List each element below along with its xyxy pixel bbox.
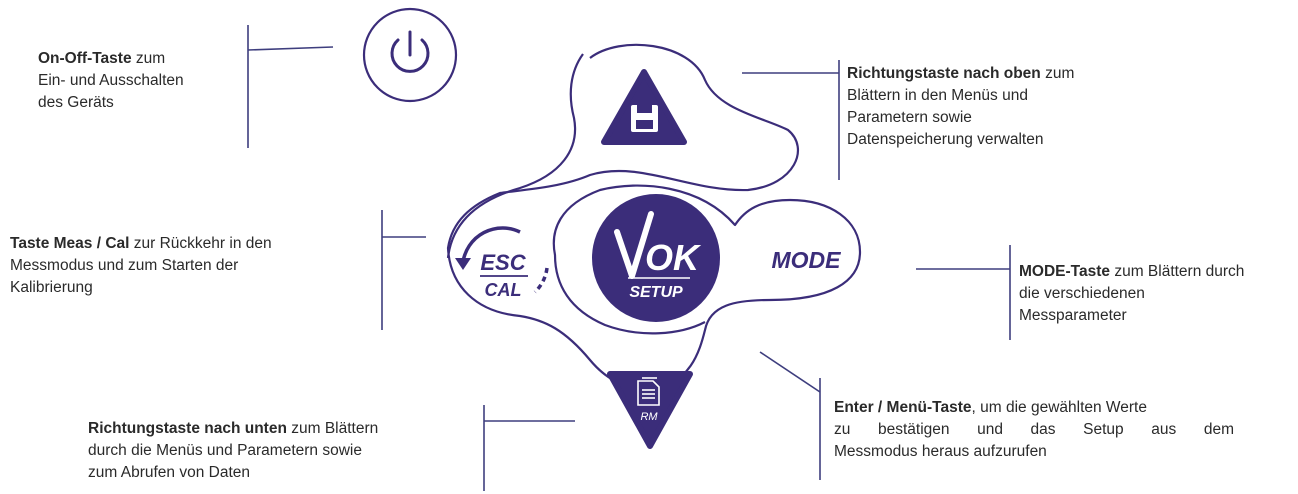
down-title: Richtungstaste nach unten (88, 420, 287, 437)
ok-setup-disc (592, 194, 720, 322)
onoff-annotation: On-Off-Taste zum Ein- und Ausschalten de… (38, 48, 238, 114)
enter-text-1: , um die gewählten Werte (971, 399, 1147, 416)
onoff-text-2: Ein- und Ausschalten (38, 72, 184, 89)
setup-label: SETUP (629, 284, 683, 301)
enter-annotation: Enter / Menü-Taste, um die gewählten Wer… (834, 397, 1234, 463)
down-key[interactable]: RM (607, 371, 693, 449)
up-key[interactable] (601, 69, 687, 145)
power-icon (390, 30, 430, 73)
ok-label: OK (645, 237, 702, 278)
circular-arrow-icon (455, 226, 549, 294)
onoff-text-1: zum (131, 50, 166, 67)
enter-text-2: zu bestätigen und das Setup aus dem (834, 421, 1234, 438)
mode-callout (916, 245, 1011, 340)
onoff-title: On-Off-Taste (38, 50, 132, 67)
callout-lines (247, 25, 1011, 491)
down-text-3: zum Abrufen von Daten (88, 464, 250, 481)
down-text-2: durch die Menüs und Parametern sowie (88, 442, 362, 459)
mode-text-1: zum Blättern durch (1110, 263, 1245, 280)
checkmark-icon (614, 211, 654, 279)
cal-label: CAL (485, 280, 522, 300)
rm-label: RM (640, 411, 658, 423)
floppy-disk-icon (631, 105, 658, 132)
enter-callout (759, 351, 821, 480)
meas-callout (381, 210, 426, 330)
mode-text-3: Messparameter (1019, 307, 1127, 324)
up-text-1: zum (1040, 65, 1075, 82)
esc-cal-key[interactable]: ESC CAL (455, 226, 549, 300)
up-text-2: Blättern in den Menüs und (847, 87, 1028, 104)
down-annotation: Richtungstaste nach unten zum Blättern d… (88, 418, 450, 484)
esc-label: ESC (480, 250, 526, 275)
power-key-ring (362, 7, 458, 103)
up-text-4: Datenspeicherung verwalten (847, 131, 1044, 148)
down-triangle (607, 371, 693, 449)
meas-text-1: zur Rückkehr in den (129, 235, 272, 252)
mode-label: MODE (772, 247, 842, 273)
mode-title: MODE-Taste (1019, 263, 1111, 280)
enter-title: Enter / Menü-Taste (834, 399, 972, 416)
down-callout (483, 405, 575, 491)
mode-annotation: MODE-Taste zum Blättern durch die versch… (1019, 261, 1294, 327)
up-callout (742, 60, 840, 180)
mode-text-2: die verschiedenen (1019, 285, 1145, 302)
up-text-3: Parametern sowie (847, 109, 972, 126)
power-key[interactable] (362, 7, 458, 103)
document-icon (637, 377, 660, 406)
meas-annotation: Taste Meas / Cal zur Rückkehr in den Mes… (10, 233, 348, 299)
up-title: Richtungstaste nach oben (847, 65, 1041, 82)
onoff-text-3: des Geräts (38, 94, 114, 111)
meas-title: Taste Meas / Cal (10, 235, 130, 252)
onoff-callout (247, 25, 334, 148)
down-text-1: zum Blättern (286, 420, 379, 437)
up-annotation: Richtungstaste nach oben zum Blättern in… (847, 63, 1107, 151)
enter-text-3: Messmodus heraus aufzurufen (834, 443, 1047, 460)
ok-setup-key[interactable]: OK SETUP (592, 194, 720, 322)
mode-key[interactable]: MODE (772, 247, 842, 273)
meas-text-2: Messmodus und zum Starten der (10, 257, 239, 274)
meas-text-3: Kalibrierung (10, 279, 93, 296)
